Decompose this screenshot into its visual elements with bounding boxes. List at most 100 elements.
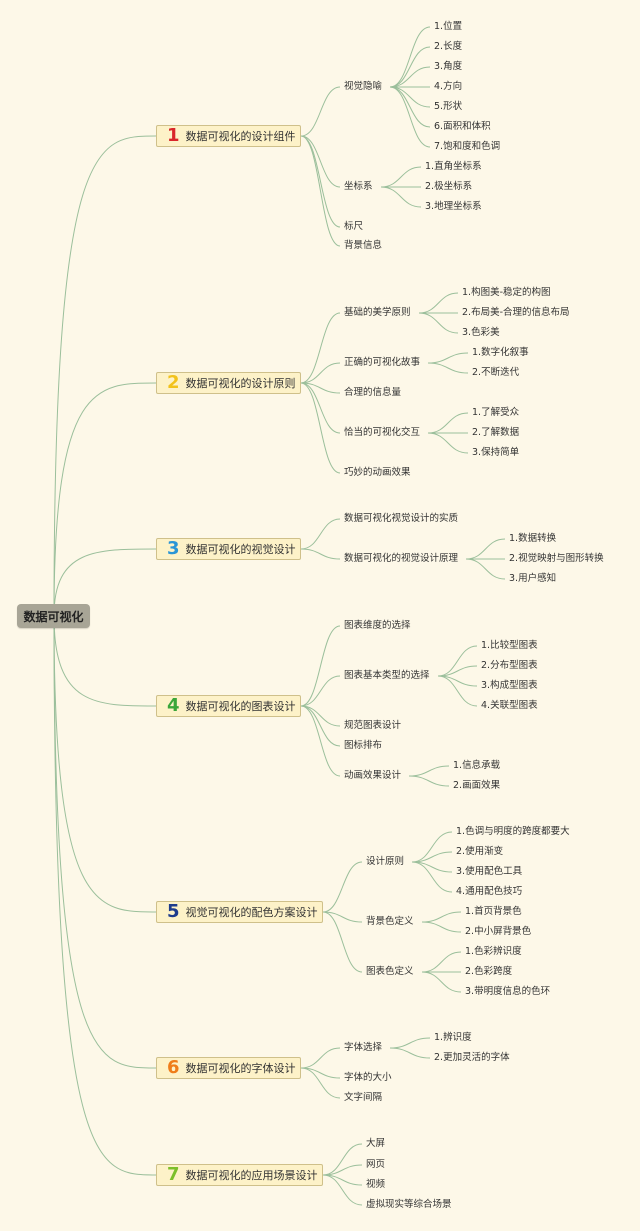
connector-line: [427, 412, 469, 434]
subtopic-node[interactable]: 1.了解受众: [472, 407, 520, 418]
topic-node[interactable]: 数据可视化的视觉设计原理: [344, 553, 459, 564]
connector-line: [427, 362, 469, 374]
connector-line: [300, 86, 341, 137]
subtopic-node[interactable]: 6.面积和体积: [434, 121, 491, 132]
subtopic-node[interactable]: 1.色彩辨识度: [465, 946, 522, 957]
topic-node[interactable]: 动画效果设计: [344, 770, 402, 781]
subtopic-node[interactable]: 2.布局美-合理的信息布局: [462, 307, 570, 318]
subtopic-node[interactable]: 1.构图美-稳定的构图: [462, 287, 551, 298]
topic-node[interactable]: 字体选择: [344, 1042, 383, 1053]
subtopic-node[interactable]: 1.数字化叙事: [472, 347, 529, 358]
subtopic-node[interactable]: 1.信息承载: [453, 760, 501, 771]
connector-line: [427, 432, 469, 454]
subtopic-node[interactable]: 3.使用配色工具: [456, 866, 523, 877]
topic-node[interactable]: 大屏: [366, 1138, 386, 1149]
topic-node[interactable]: 正确的可视化故事: [344, 357, 421, 368]
subtopic-node[interactable]: 4.关联型图表: [481, 700, 538, 711]
connector-line: [408, 775, 450, 787]
topic-node[interactable]: 视频: [366, 1179, 386, 1190]
topic-node[interactable]: 图表维度的选择: [344, 620, 411, 631]
connector-line: [389, 66, 431, 88]
branch-label: 数据可视化的字体设计: [185, 1062, 296, 1075]
subtopic-node[interactable]: 2.中小屏背景色: [465, 926, 532, 937]
topic-node[interactable]: 标尺: [344, 221, 364, 232]
connector-line: [300, 135, 341, 228]
connector-line: [300, 382, 341, 394]
subtopic-node[interactable]: 3.构成型图表: [481, 680, 538, 691]
topic-node[interactable]: 合理的信息量: [344, 387, 402, 398]
subtopic-node[interactable]: 2.视觉映射与图形转换: [509, 553, 604, 564]
subtopic-node[interactable]: 3.用户感知: [509, 573, 557, 584]
subtopic-node[interactable]: 3.带明度信息的色环: [465, 986, 551, 997]
topic-node[interactable]: 数据可视化视觉设计的实质: [344, 513, 459, 524]
connector-line: [380, 186, 422, 208]
subtopic-node[interactable]: 3.角度: [434, 61, 463, 72]
branch-number: 2: [167, 372, 180, 393]
topic-node[interactable]: 视觉隐喻: [344, 81, 383, 92]
subtopic-node[interactable]: 1.首页背景色: [465, 906, 522, 917]
topic-node[interactable]: 网页: [366, 1159, 386, 1170]
topic-node[interactable]: 巧妙的动画效果: [344, 467, 411, 478]
connector-line: [465, 538, 506, 560]
branch-number: 7: [167, 1164, 180, 1185]
connector-line: [389, 86, 431, 108]
connector-line: [300, 625, 341, 707]
topic-node[interactable]: 字体的大小: [344, 1072, 392, 1083]
connector-line: [465, 558, 506, 580]
subtopic-node[interactable]: 1.辨识度: [434, 1032, 472, 1043]
topic-node[interactable]: 图表色定义: [366, 966, 414, 977]
subtopic-node[interactable]: 4.方向: [434, 81, 463, 92]
subtopic-node[interactable]: 1.数据转换: [509, 533, 557, 544]
topic-node[interactable]: 文字间隔: [344, 1092, 383, 1103]
branch-number: 5: [167, 901, 180, 922]
topic-node[interactable]: 虚拟现实等综合场景: [366, 1199, 452, 1210]
subtopic-node[interactable]: 1.直角坐标系: [425, 161, 482, 172]
subtopic-node[interactable]: 2.画面效果: [453, 780, 501, 791]
subtopic-node[interactable]: 5.形状: [434, 101, 463, 112]
topic-node[interactable]: 恰当的可视化交互: [344, 427, 421, 438]
subtopic-node[interactable]: 4.通用配色技巧: [456, 886, 523, 897]
subtopic-node[interactable]: 2.极坐标系: [425, 181, 473, 192]
root-node[interactable]: 数据可视化: [17, 604, 90, 628]
subtopic-node[interactable]: 3.保持简单: [472, 447, 520, 458]
topic-node[interactable]: 基础的美学原则: [344, 307, 411, 318]
subtopic-node[interactable]: 2.分布型图表: [481, 660, 538, 671]
connector-line: [322, 911, 363, 923]
subtopic-node[interactable]: 2.更加灵活的字体: [434, 1052, 510, 1063]
subtopic-node[interactable]: 2.使用渐变: [456, 846, 504, 857]
subtopic-node[interactable]: 2.不断迭代: [472, 367, 520, 378]
connector-line: [411, 861, 453, 893]
connector-line: [300, 135, 341, 247]
topic-node[interactable]: 图表基本类型的选择: [344, 670, 430, 681]
subtopic-node[interactable]: 1.色调与明度的跨度都要大: [456, 826, 570, 837]
subtopic-node[interactable]: 2.了解数据: [472, 427, 520, 438]
connector-line: [322, 1174, 363, 1206]
connector-line: [389, 86, 431, 148]
connector-line: [421, 921, 462, 933]
subtopic-node[interactable]: 2.色彩跨度: [465, 966, 513, 977]
topic-node[interactable]: 坐标系: [344, 181, 373, 192]
subtopic-node[interactable]: 3.色彩美: [462, 327, 500, 338]
connector-line: [53, 382, 157, 617]
connector-line: [322, 1143, 363, 1176]
connector-line: [421, 951, 462, 973]
subtopic-node[interactable]: 1.位置: [434, 21, 463, 32]
subtopic-node[interactable]: 2.长度: [434, 41, 463, 52]
subtopic-node[interactable]: 1.比较型图表: [481, 640, 538, 651]
subtopic-node[interactable]: 7.饱和度和色调: [434, 141, 501, 152]
topic-node[interactable]: 背景信息: [344, 240, 383, 251]
branch-label: 数据可视化的图表设计: [185, 700, 296, 713]
connector-line: [427, 352, 469, 364]
topic-node[interactable]: 设计原则: [366, 856, 405, 867]
topic-node[interactable]: 背景色定义: [366, 916, 414, 927]
topic-node[interactable]: 规范图表设计: [344, 720, 402, 731]
subtopic-node[interactable]: 3.地理坐标系: [425, 201, 482, 212]
topic-node[interactable]: 图标排布: [344, 740, 383, 751]
